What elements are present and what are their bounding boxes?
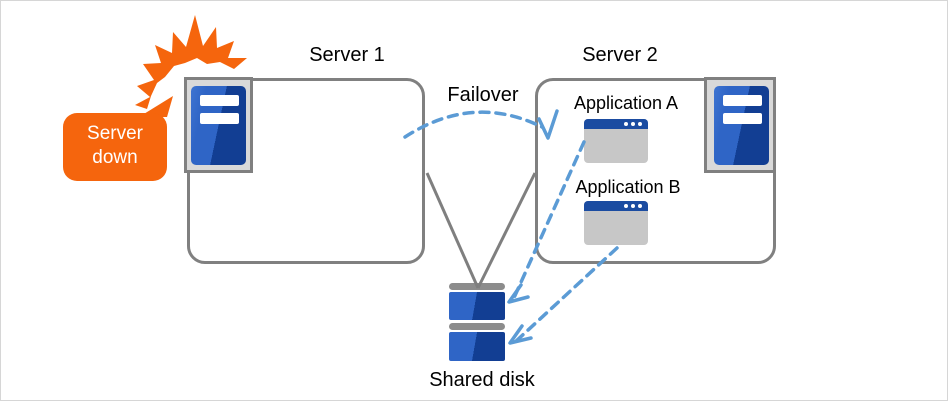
server1-icon-body bbox=[191, 86, 246, 165]
app-titlebar bbox=[584, 201, 648, 211]
failover-arrow bbox=[403, 110, 544, 139]
window-dots-icon bbox=[638, 204, 642, 208]
disk-unit bbox=[449, 292, 505, 320]
server1-label: Server 1 bbox=[309, 44, 385, 66]
server2-disk-connector bbox=[476, 172, 537, 289]
application-a-label: Application A bbox=[573, 93, 679, 113]
server-bar-icon bbox=[723, 95, 762, 106]
server2-label: Server 2 bbox=[582, 44, 658, 66]
application-a-icon bbox=[584, 119, 648, 163]
application-b-label: Application B bbox=[575, 177, 681, 197]
server-bar-icon bbox=[200, 95, 239, 106]
server-down-callout: Server down bbox=[63, 113, 167, 181]
app-b-disk-arrowhead-icon bbox=[508, 324, 533, 345]
server-bar-icon bbox=[723, 113, 762, 124]
disk-cap bbox=[449, 323, 505, 330]
application-b-icon bbox=[584, 201, 648, 245]
app-titlebar bbox=[584, 119, 648, 129]
server1-disk-connector bbox=[425, 172, 480, 289]
failover-label: Failover bbox=[447, 84, 519, 106]
server2-icon bbox=[704, 77, 776, 173]
disk-unit bbox=[449, 332, 505, 361]
server1-icon bbox=[184, 77, 253, 173]
disk-cap bbox=[449, 283, 505, 290]
server2-icon-body bbox=[714, 86, 769, 165]
server-down-text: Server down bbox=[87, 123, 143, 168]
app-a-disk-arrowhead-icon bbox=[507, 283, 530, 304]
window-dots-icon bbox=[638, 122, 642, 126]
shared-disk-label: Shared disk bbox=[429, 369, 535, 391]
server-bar-icon bbox=[200, 113, 239, 124]
